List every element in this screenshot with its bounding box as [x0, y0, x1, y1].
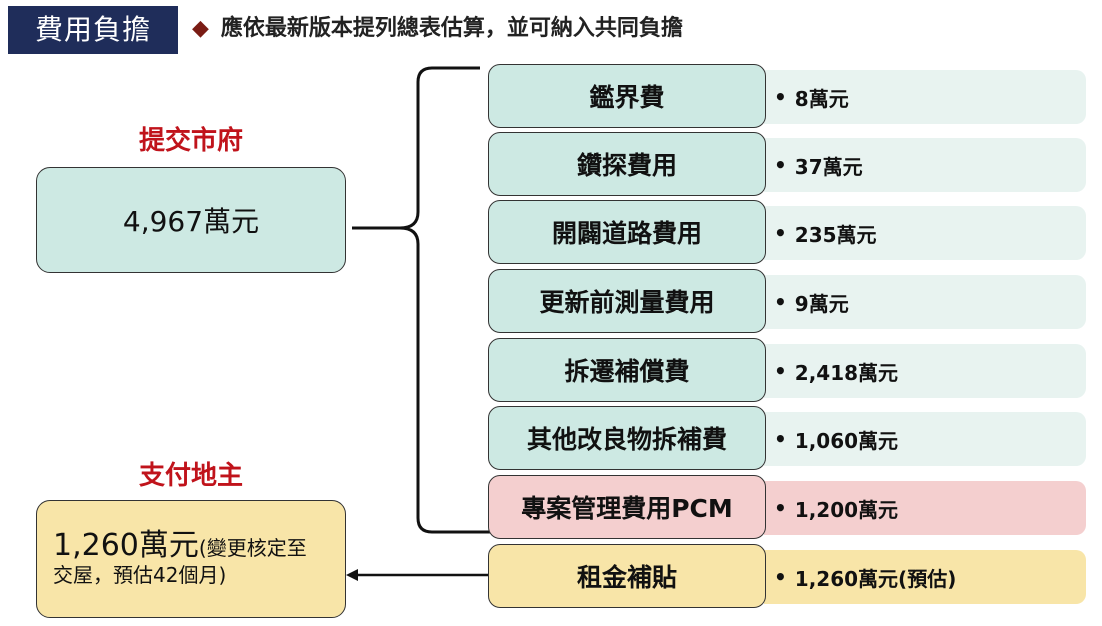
cost-item-name: 鑑界費: [488, 64, 766, 128]
owner-amount-box: 1,260萬元(變更核定至 交屋，預估42個月): [36, 500, 346, 618]
cost-item-value-box: •235萬元: [764, 206, 1086, 260]
cost-item-value: 1,260萬元(預估): [794, 566, 957, 591]
cost-item-value-box: •1,260萬元(預估): [764, 550, 1086, 604]
owner-label: 支付地主: [138, 461, 243, 491]
cost-item-value: 1,060萬元: [794, 428, 899, 453]
cost-item-value: 8萬元: [794, 86, 849, 111]
arrow-head-icon: [346, 569, 358, 581]
cost-item-value-box: •9萬元: [764, 275, 1086, 329]
subtitle-text: 應依最新版本提列總表估算，並可納入共同負擔: [220, 16, 683, 41]
cost-item-value-box: •1,200萬元: [764, 481, 1086, 535]
diamond-bullet-icon: ◆: [192, 16, 209, 41]
cost-item-value-box: •1,060萬元: [764, 412, 1086, 466]
cost-item-name: 鑽探費用: [488, 132, 766, 196]
owner-amount: 1,260萬元: [53, 528, 199, 563]
cost-item-value: 37萬元: [794, 154, 863, 179]
government-label: 提交市府: [138, 126, 243, 156]
cost-item-value-box: •8萬元: [764, 70, 1086, 124]
owner-amount-note-1: (變更核定至: [198, 536, 307, 560]
cost-item-name: 專案管理費用PCM: [488, 475, 766, 539]
cost-item-name: 其他改良物拆補費: [488, 406, 766, 470]
page-title: 費用負擔: [8, 6, 178, 54]
cost-item-value-box: •2,418萬元: [764, 344, 1086, 398]
cost-item-value-box: •37萬元: [764, 138, 1086, 192]
government-amount: 4,967萬元: [122, 205, 260, 238]
cost-item-name: 拆遷補償費: [488, 338, 766, 402]
cost-item-name: 更新前測量費用: [488, 269, 766, 333]
cost-item-value: 2,418萬元: [794, 360, 899, 385]
cost-item-name: 開闢道路費用: [488, 200, 766, 264]
cost-item-value: 1,200萬元: [794, 497, 899, 522]
curly-brace: [352, 66, 492, 534]
government-amount-box: 4,967萬元: [36, 167, 346, 273]
page-subtitle: ◆ 應依最新版本提列總表估算，並可納入共同負擔: [192, 12, 683, 46]
cost-item-value: 235萬元: [794, 222, 877, 247]
cost-item-value: 9萬元: [794, 291, 849, 316]
owner-amount-note-2: 交屋，預估42個月): [53, 562, 227, 587]
cost-item-name: 租金補貼: [488, 544, 766, 608]
